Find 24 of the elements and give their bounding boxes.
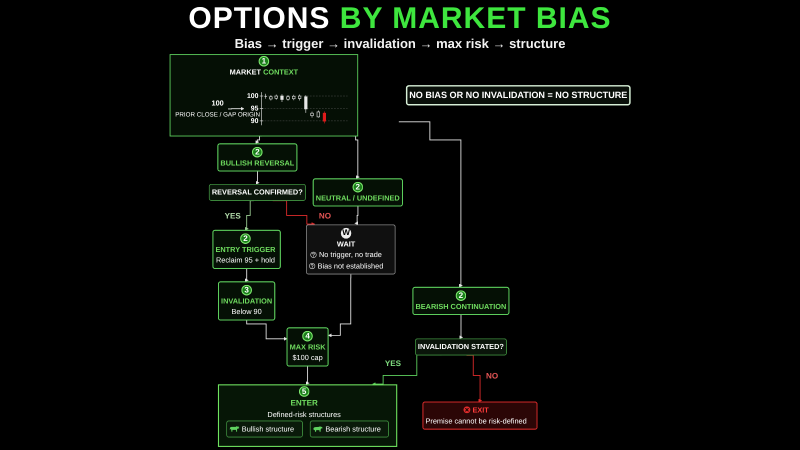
step-number: 2 (356, 182, 360, 192)
subtitle: Bias → trigger → invalidation → max risk → structure (234, 36, 566, 52)
step-number: 2 (243, 234, 248, 243)
step-number: 2 (458, 290, 464, 300)
step-number: 3 (244, 285, 249, 294)
edge-label: YES (224, 211, 241, 220)
arrow (398, 121, 463, 288)
step-number: 4 (305, 331, 310, 340)
step-number: 1 (262, 56, 266, 66)
arrow (256, 170, 260, 185)
edge-label: NO (486, 371, 498, 380)
edge-label: YES (384, 358, 402, 368)
arrow (244, 268, 249, 282)
title: OPTIONS BY MARKET BIAS (188, 2, 612, 35)
arrow (306, 366, 310, 386)
step-number: 2 (255, 147, 260, 156)
arrow (353, 136, 360, 179)
arrow (228, 106, 244, 111)
arrow (246, 320, 288, 341)
arrow (354, 206, 358, 226)
arrow (459, 314, 463, 340)
arrow (328, 274, 352, 338)
step-number: 5 (302, 386, 306, 396)
edge-label: NO (318, 211, 332, 220)
